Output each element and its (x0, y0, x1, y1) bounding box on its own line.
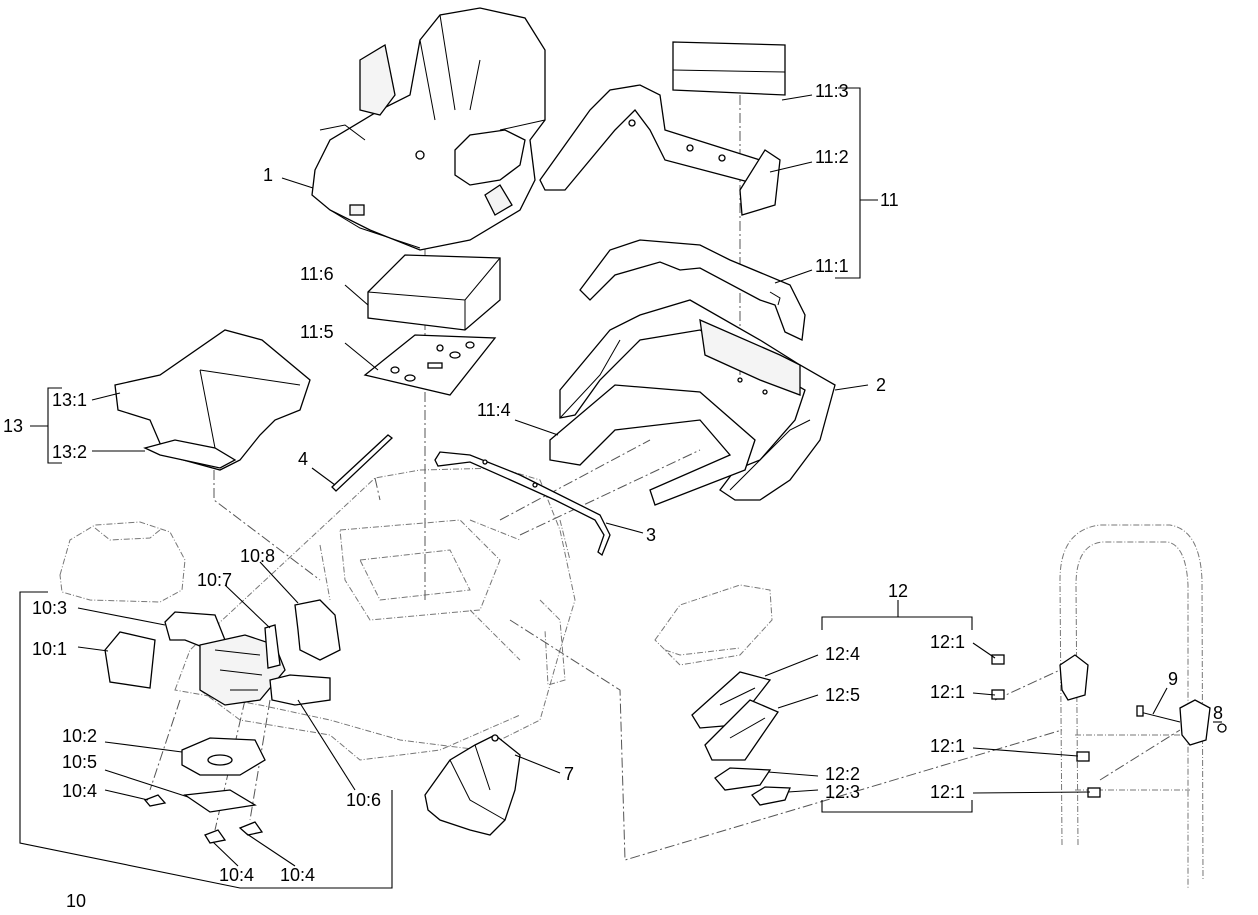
callout-3: 3 (646, 525, 656, 545)
console-ghost (654, 584, 773, 666)
callout-12-1-c: 12:1 (930, 736, 965, 756)
callout-11-4: 11:4 (477, 400, 511, 420)
callout-2: 2 (876, 375, 886, 395)
callout-11-3: 11:3 (815, 81, 849, 101)
leader-lines (19, 87, 1222, 889)
callout-13-2: 13:2 (52, 442, 87, 462)
callout-13: 13 (3, 416, 23, 436)
floor-bracket (424, 734, 521, 836)
pad-block (672, 41, 786, 96)
callout-7: 7 (564, 764, 574, 784)
chassis-frame (174, 467, 576, 761)
callout-12-5: 12:5 (825, 685, 860, 705)
callout-11-5: 11:5 (300, 322, 334, 342)
callout-10-8: 10:8 (240, 546, 275, 566)
callout-9: 9 (1168, 669, 1178, 689)
seat-pad (367, 254, 501, 331)
seat-pan (559, 299, 836, 501)
bar (331, 434, 394, 492)
callout-4: 4 (298, 449, 308, 469)
frame-pad (549, 384, 756, 506)
callout-12-1-b: 12:1 (930, 682, 965, 702)
callout-10-4-b: 10:4 (219, 865, 254, 885)
callout-11-1: 11:1 (815, 256, 849, 276)
assembly-lines (149, 95, 1181, 861)
callout-10-6: 10:6 (346, 790, 381, 810)
callout-10-5: 10:5 (62, 752, 97, 772)
callout-8: 8 (1213, 703, 1223, 723)
callout-13-1: 13:1 (52, 390, 87, 410)
floor-mat (114, 329, 311, 471)
callout-10-4-c: 10:4 (280, 865, 315, 885)
callout-12-1-d: 12:1 (930, 782, 965, 802)
callout-12-3: 12:3 (825, 782, 860, 802)
seat (311, 7, 546, 251)
callout-12-1-a: 12:1 (930, 632, 965, 652)
callout-10-4-a: 10:4 (62, 781, 97, 801)
strap (434, 451, 611, 557)
callout-10-2: 10:2 (62, 726, 97, 746)
callout-11-6: 11:6 (300, 264, 334, 284)
callout-1: 1 (263, 165, 273, 185)
callout-labels: 1 2 3 4 7 8 9 10 10:1 10:2 10:3 10:4 10:… (3, 81, 1223, 911)
callout-12-4: 12:4 (825, 644, 860, 664)
hinge-hardware (1059, 654, 1227, 746)
side-guard (579, 239, 806, 341)
callout-12-2: 12:2 (825, 764, 860, 784)
callout-10-7: 10:7 (197, 570, 232, 590)
callout-12: 12 (888, 581, 908, 601)
callout-10-1: 10:1 (32, 639, 67, 659)
seat-plate (363, 334, 497, 396)
console-pads (691, 654, 1101, 806)
callout-10-3: 10:3 (32, 598, 67, 618)
rear-rail (539, 84, 781, 216)
callout-11-2: 11:2 (815, 147, 849, 167)
engine-cover-ghost (59, 521, 186, 603)
callout-10: 10 (66, 891, 86, 911)
callout-11: 11 (880, 190, 899, 210)
hitch-assembly (104, 599, 341, 844)
